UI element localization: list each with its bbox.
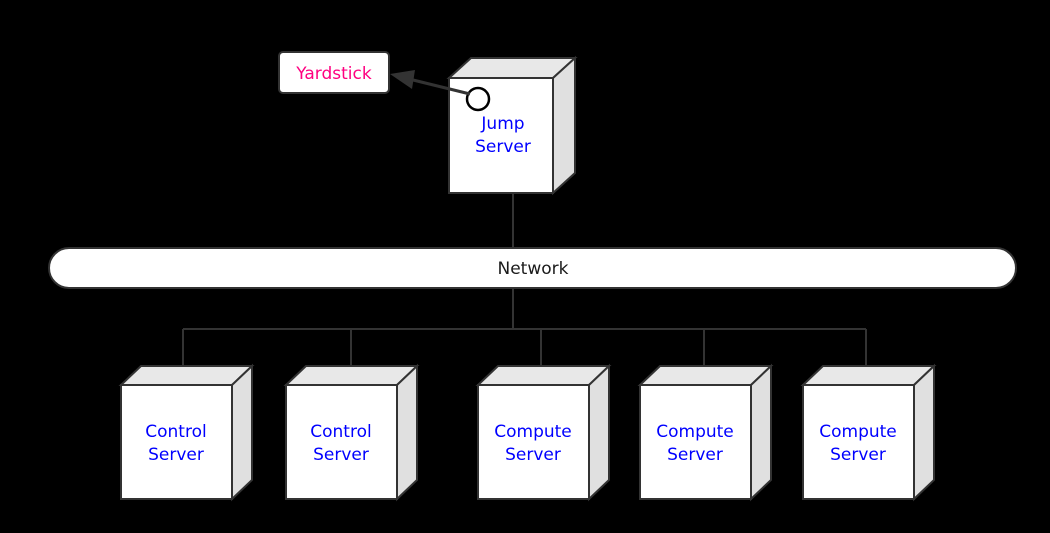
jump-server-node[interactable]: Jump Server	[446, 55, 578, 196]
server-5-front-face	[802, 384, 915, 500]
jump-server-label-line2: Server	[475, 137, 531, 157]
server-1-label-line1: Control	[145, 422, 206, 442]
server-node-5[interactable]: Compute Server	[800, 363, 937, 502]
server-4-front-face	[639, 384, 752, 500]
server-4-top-face	[637, 365, 774, 386]
server-1-side-face	[231, 363, 253, 502]
server-2-side-face	[396, 363, 418, 502]
server-2-label-line1: Control	[310, 422, 371, 442]
server-4-label-line1: Compute	[656, 422, 734, 442]
server-4-label-line2: Server	[667, 445, 723, 465]
connection-lines	[182, 193, 867, 372]
server-node-2[interactable]: Control Server	[283, 363, 420, 502]
yardstick-arrow-head-icon	[390, 70, 415, 89]
server-node-3[interactable]: Compute Server	[475, 363, 612, 502]
jump-server-interface-icon[interactable]	[465, 86, 491, 112]
server-5-label-line1: Compute	[819, 422, 897, 442]
server-3-top-face	[475, 365, 612, 386]
server-2-label-line2: Server	[313, 445, 369, 465]
network-label: Network	[498, 259, 569, 279]
jump-server-front-face	[448, 77, 554, 194]
jump-server-side-face	[552, 55, 576, 196]
server-4-side-face	[750, 363, 772, 502]
server-1-front-face	[120, 384, 233, 500]
server-1-label-line2: Server	[148, 445, 204, 465]
yardstick-arrow-line	[408, 77, 471, 96]
server-3-label-line1: Compute	[494, 422, 572, 442]
server-5-label-line2: Server	[830, 445, 886, 465]
server-node-1[interactable]: Control Server	[118, 363, 255, 502]
server-3-front-face	[477, 384, 590, 500]
yardstick-label: Yardstick	[295, 64, 372, 84]
network-bus-shape	[48, 247, 1017, 289]
server-3-label-line2: Server	[505, 445, 561, 465]
server-5-side-face	[913, 363, 935, 502]
jump-server-label-line1: Jump	[480, 114, 524, 134]
server-2-front-face	[285, 384, 398, 500]
server-1-top-face	[118, 365, 255, 386]
yardstick-arrow	[390, 70, 471, 96]
network-bus[interactable]: Network	[48, 247, 1017, 289]
yardstick-node[interactable]: Yardstick	[278, 51, 390, 94]
server-5-top-face	[800, 365, 937, 386]
server-3-side-face	[588, 363, 610, 502]
server-node-4[interactable]: Compute Server	[637, 363, 774, 502]
yardstick-box	[278, 51, 390, 94]
server-2-top-face	[283, 365, 420, 386]
